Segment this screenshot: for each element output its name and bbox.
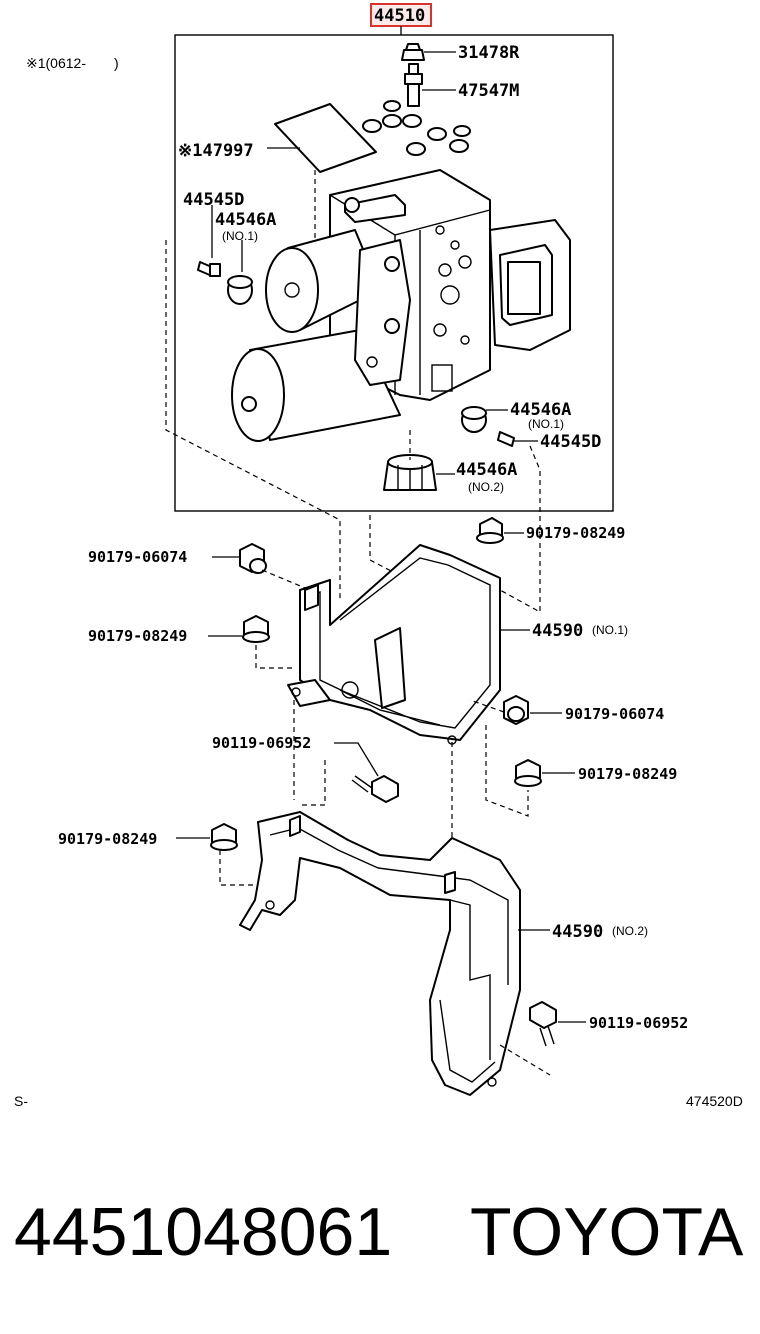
label-90179-08249-a[interactable]: 90179-08249 xyxy=(526,524,625,542)
label-47997[interactable]: ※147997 xyxy=(178,141,254,161)
label-90179-06074-a[interactable]: 90179-06074 xyxy=(88,548,187,566)
top-part-number[interactable]: 44510 xyxy=(374,6,425,26)
label-44545d-right[interactable]: 44545D xyxy=(540,432,601,452)
label-90119-06952-a[interactable]: 90119-06952 xyxy=(212,734,311,752)
label-31478r[interactable]: 31478R xyxy=(458,43,520,63)
bracket-no1-shape xyxy=(287,544,501,745)
label-44545d-left[interactable]: 44545D xyxy=(183,190,244,210)
label-44590-no2[interactable]: 44590 xyxy=(552,922,603,942)
label-44546a-right[interactable]: 44546A xyxy=(510,400,571,420)
bolt-90179-08249-d-shape xyxy=(210,823,238,851)
label-90179-08249-c[interactable]: 90179-08249 xyxy=(578,765,677,783)
footnote-range: ※1(0612- ) xyxy=(26,55,119,71)
bushing-44546a-no2-shape xyxy=(383,454,437,491)
bolt-44545d-left-shape xyxy=(197,261,221,277)
valve-47547m-shape xyxy=(404,63,423,107)
label-44546a-left[interactable]: 44546A xyxy=(215,210,276,230)
label-44590-no2-sub: (NO.2) xyxy=(612,924,648,938)
footer-brand: TOYOTA xyxy=(470,1194,744,1270)
label-90119-06952-b[interactable]: 90119-06952 xyxy=(589,1014,688,1032)
footer-part-number[interactable]: 4451048061 xyxy=(14,1194,392,1270)
abs-actuator-shape xyxy=(231,169,571,442)
label-90179-08249-d[interactable]: 90179-08249 xyxy=(58,830,157,848)
label-47547m[interactable]: 47547M xyxy=(458,81,519,101)
abs-assembly-frame xyxy=(174,34,614,512)
corner-left-mark: S- xyxy=(14,1093,28,1109)
corner-right-code: 474520D xyxy=(686,1093,743,1109)
label-44590-no1-sub: (NO.1) xyxy=(592,623,628,637)
label-44546a-bottom[interactable]: 44546A xyxy=(456,460,517,480)
bolt-90179-08249-a-shape xyxy=(476,517,504,544)
label-90179-08249-b[interactable]: 90179-08249 xyxy=(88,627,187,645)
bracket-no2-shape xyxy=(239,811,521,1096)
label-sheet-shape xyxy=(274,103,377,173)
label-44546a-bottom-no2: (NO.2) xyxy=(468,480,504,494)
bolt-90179-08249-b-shape xyxy=(242,615,270,643)
label-44590-no1[interactable]: 44590 xyxy=(532,621,583,641)
cap-31478r-shape xyxy=(401,43,425,61)
label-90179-06074-b[interactable]: 90179-06074 xyxy=(565,705,664,723)
nut-90179-06074-b-shape xyxy=(503,695,529,725)
nut-90179-06074-a-shape xyxy=(239,543,267,574)
bushing-44546a-left-shape xyxy=(227,275,253,305)
bolt-90179-08249-c-shape xyxy=(514,759,542,787)
bolt-44545d-right-shape xyxy=(497,431,515,447)
label-44546a-right-no1: (NO.1) xyxy=(528,417,564,431)
bushing-44546a-right-shape xyxy=(461,406,487,433)
bolt-90119-06952-b-shape xyxy=(529,1001,557,1047)
caps-cluster xyxy=(362,100,471,156)
label-44546a-left-no1: (NO.1) xyxy=(222,229,258,243)
bolt-90119-06952-a-shape xyxy=(351,775,399,803)
